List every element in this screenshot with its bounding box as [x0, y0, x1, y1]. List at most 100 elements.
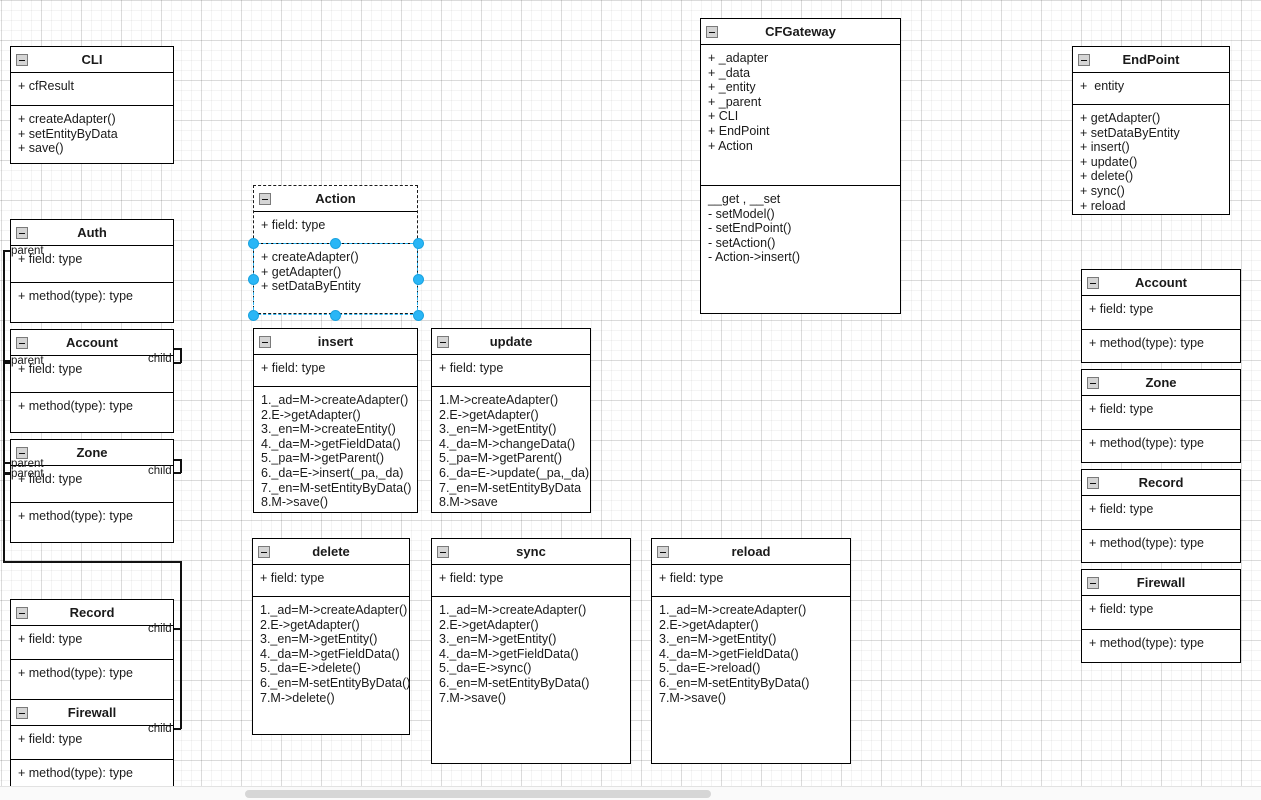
method-row: 6._da=E->update(_pa,_da)	[439, 465, 590, 480]
attributes-compartment: + field: type	[253, 565, 409, 596]
uml-class-action[interactable]: Action+ field: type+ createAdapter()+ ge…	[253, 185, 418, 314]
attributes-compartment: + field: type	[1082, 496, 1240, 529]
attribute-row: + field: type	[18, 472, 83, 486]
method-row: 7._en=M-setEntityByData()	[261, 480, 412, 495]
method-row: 4._da=M->getFieldData()	[659, 646, 799, 661]
method-row: 5._pa=M->getParent()	[439, 451, 562, 466]
method-row: + method(type): type	[1089, 636, 1204, 650]
connector-end-label: child	[148, 465, 172, 477]
connector-end-label: child	[148, 723, 172, 735]
connector-segment	[3, 360, 13, 362]
attributes-compartment: + field: type	[11, 356, 173, 392]
method-row: + setDataByEntity	[1080, 125, 1180, 140]
collapse-icon[interactable]	[16, 706, 28, 719]
collapse-icon[interactable]	[706, 25, 718, 38]
collapse-icon[interactable]	[16, 606, 28, 619]
attributes-compartment: + _adapter+ _data+ _entity+ _parent+ CLI…	[701, 45, 900, 185]
collapse-icon[interactable]	[259, 192, 271, 205]
attributes-compartment: + cfResult	[11, 73, 173, 105]
collapse-icon[interactable]	[16, 446, 28, 459]
methods-compartment: + getAdapter()+ setDataByEntity+ insert(…	[1073, 104, 1229, 214]
connector-segment	[3, 561, 181, 563]
uml-class-firewall-left[interactable]: Firewall+ field: type+ method(type): typ…	[10, 699, 174, 800]
class-header: Account	[1082, 270, 1240, 296]
method-row: + method(type): type	[1089, 536, 1204, 550]
connector-end-label: child	[148, 353, 172, 365]
collapse-icon[interactable]	[437, 545, 449, 558]
methods-compartment: + method(type): type	[1082, 329, 1240, 362]
collapse-icon[interactable]	[258, 545, 270, 558]
method-row: + method(type): type	[18, 666, 133, 680]
class-name: Account	[66, 335, 118, 350]
class-header: Firewall	[11, 700, 173, 726]
collapse-icon[interactable]	[437, 335, 449, 348]
attributes-compartment: + field: type	[1082, 296, 1240, 329]
uml-class-account-left[interactable]: Account + field: type + method(type): type	[10, 329, 174, 433]
uml-class-cfgateway[interactable]: CFGateway+ _adapter+ _data+ _entity+ _pa…	[700, 18, 901, 314]
methods-compartment: __get , __set- setModel()- setEndPoint()…	[701, 185, 900, 313]
methods-compartment: 1._ad=M->createAdapter()2.E->getAdapter(…	[254, 386, 417, 512]
horizontal-scrollbar[interactable]	[0, 786, 1261, 800]
method-row: + insert()	[1080, 140, 1130, 155]
class-name: Record	[1138, 475, 1184, 490]
method-row: + method(type): type	[18, 509, 133, 523]
method-row: - setAction()	[708, 235, 776, 250]
method-row: __get , __set	[708, 192, 781, 206]
attributes-compartment: + entity	[1073, 73, 1229, 104]
connector-segment	[180, 561, 182, 629]
class-name: EndPoint	[1122, 52, 1180, 67]
attribute-row: + cfResult	[18, 79, 74, 93]
class-name: Firewall	[67, 705, 117, 720]
methods-compartment: + method(type): type	[11, 392, 173, 432]
collapse-icon[interactable]	[1087, 276, 1099, 289]
connector-segment	[180, 459, 182, 473]
scrollbar-thumb[interactable]	[245, 790, 711, 798]
methods-compartment: + method(type): type	[11, 282, 173, 322]
uml-class-record-left[interactable]: Record+ field: type+ method(type): type	[10, 599, 174, 700]
attributes-compartment: + field: type	[11, 726, 173, 759]
collapse-icon[interactable]	[1078, 53, 1090, 66]
uml-class-cli[interactable]: CLI+ cfResult+ createAdapter()+ setEntit…	[10, 46, 174, 164]
collapse-icon[interactable]	[16, 226, 28, 239]
connector-segment	[3, 473, 5, 485]
uml-class-account-right[interactable]: Account+ field: type+ method(type): type	[1081, 269, 1241, 363]
connector-segment	[3, 462, 5, 561]
method-row: + reload	[1080, 198, 1126, 213]
collapse-icon[interactable]	[1087, 476, 1099, 489]
method-row: + getAdapter()	[261, 264, 342, 279]
class-header: delete	[253, 539, 409, 565]
attributes-compartment: + field: type	[1082, 396, 1240, 429]
collapse-icon[interactable]	[1087, 376, 1099, 389]
uml-class-auth[interactable]: Auth+ field: type+ method(type): type	[10, 219, 174, 323]
uml-class-zone-right[interactable]: Zone+ field: type+ method(type): type	[1081, 369, 1241, 463]
collapse-icon[interactable]	[657, 545, 669, 558]
method-row: + method(type): type	[18, 399, 133, 413]
class-name: CLI	[81, 52, 103, 67]
uml-class-endpoint[interactable]: EndPoint + entity+ getAdapter()+ setDataB…	[1072, 46, 1230, 215]
methods-compartment: 1._ad=M->createAdapter()2.E->getAdapter(…	[432, 596, 630, 763]
attributes-compartment: + field: type	[11, 626, 173, 659]
method-row: 5._da=E->sync()	[439, 661, 532, 676]
methods-compartment: + method(type): type	[11, 659, 173, 699]
method-row: 7.M->save()	[439, 690, 507, 705]
method-row: 8.M->save()	[261, 495, 329, 510]
method-row: 3._en=M->getEntity()	[260, 632, 378, 647]
attribute-row: + field: type	[18, 732, 83, 746]
uml-class-record-right[interactable]: Record + field: type + method(type): type	[1081, 469, 1241, 563]
collapse-icon[interactable]	[1087, 576, 1099, 589]
connector-segment	[168, 728, 181, 730]
collapse-icon[interactable]	[16, 336, 28, 349]
collapse-icon[interactable]	[16, 53, 28, 66]
uml-class-zone-left[interactable]: Zone + field: type + method(type): type	[10, 439, 174, 543]
method-row: + setDataByEntity	[261, 279, 361, 294]
collapse-icon[interactable]	[259, 335, 271, 348]
attribute-row: + field: type	[1089, 402, 1154, 416]
uml-class-firewall-right[interactable]: Firewall+ field: type+ method(type): typ…	[1081, 569, 1241, 663]
class-name: Zone	[76, 445, 108, 460]
